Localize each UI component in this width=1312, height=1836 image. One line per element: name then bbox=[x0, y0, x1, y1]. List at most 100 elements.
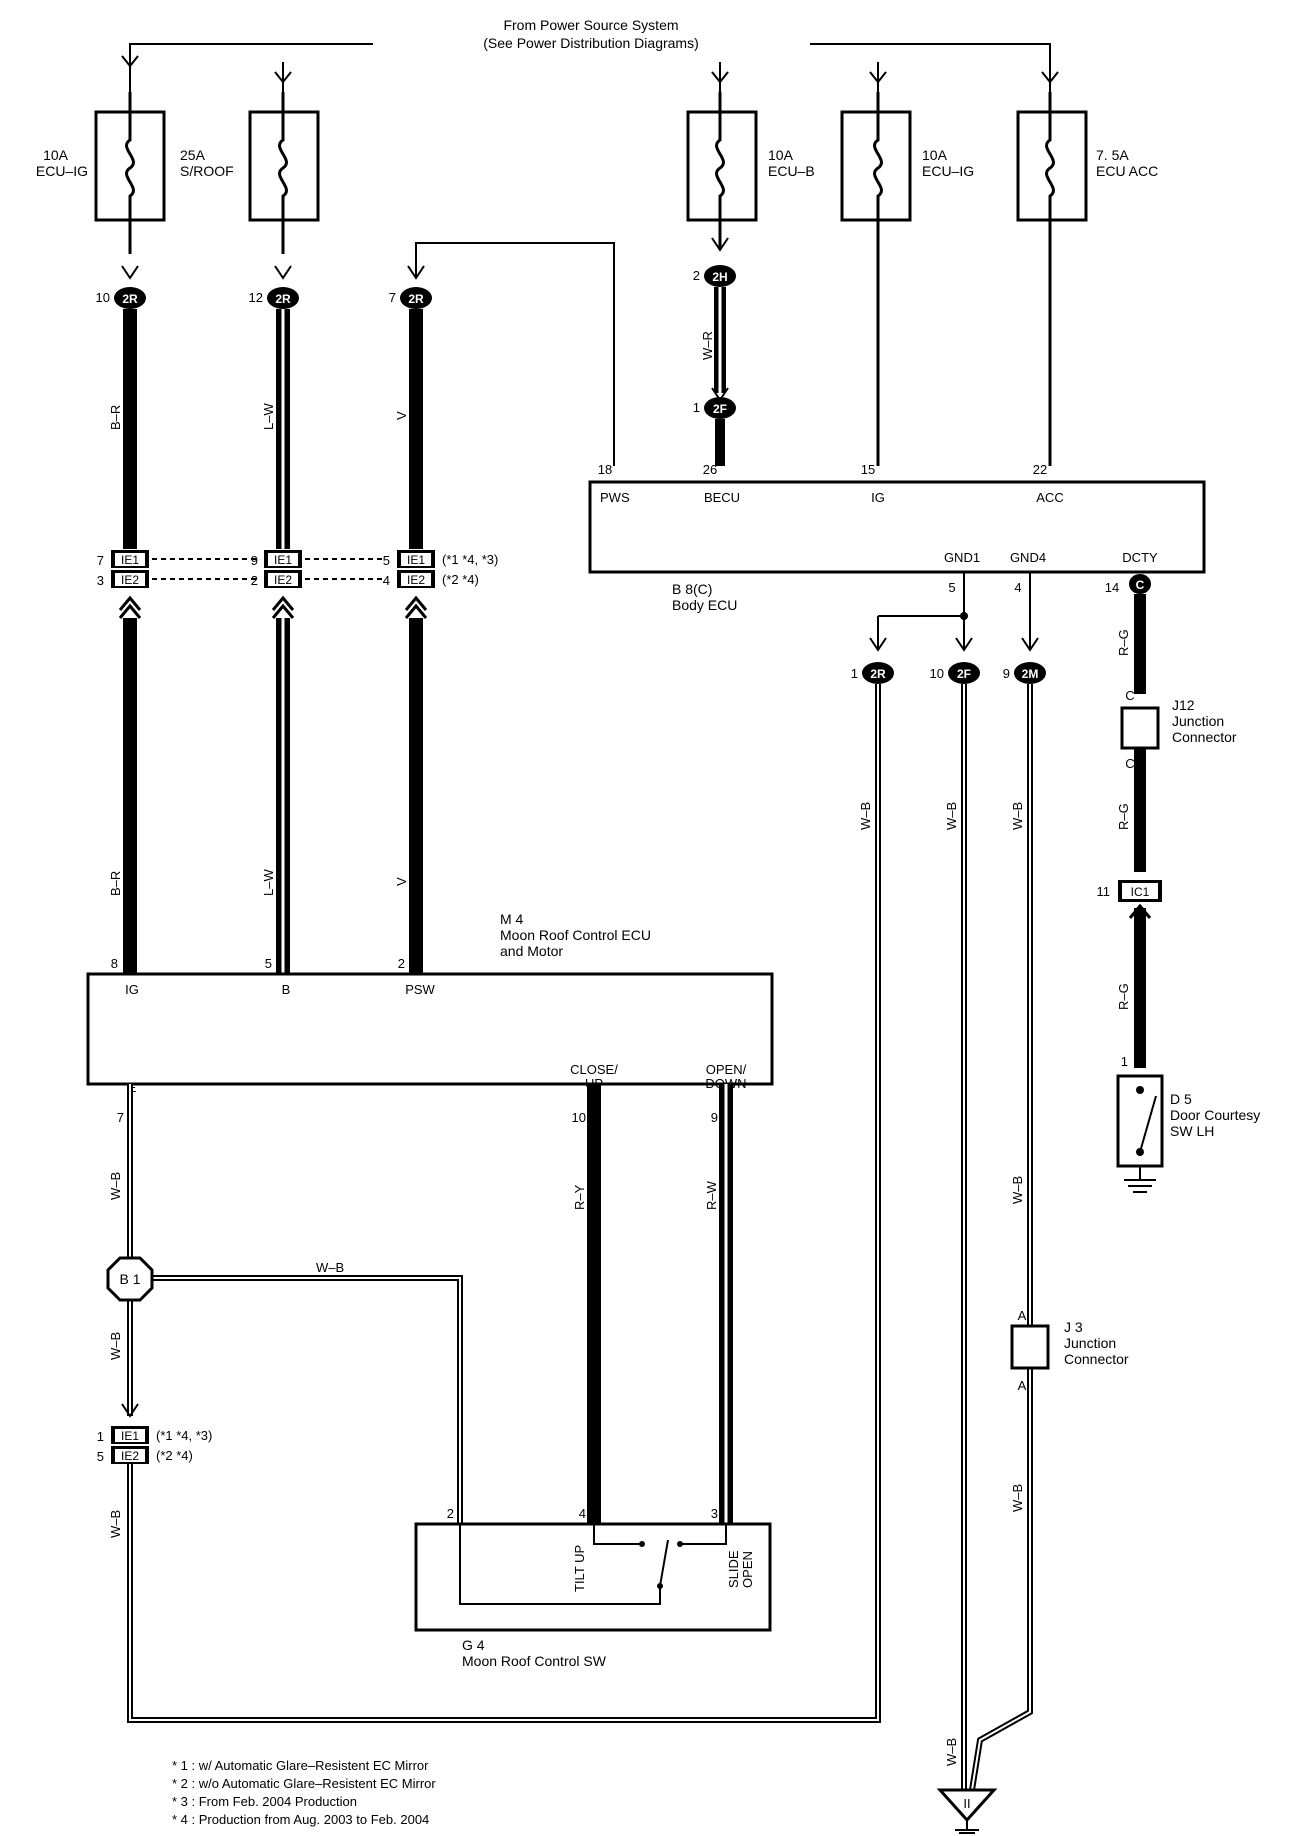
wire-wb-label: W–B bbox=[858, 802, 873, 830]
ie-label: IE2 bbox=[121, 573, 139, 587]
conn-code: 2H bbox=[712, 270, 727, 284]
conn-2m-9: 9 2M bbox=[1003, 662, 1046, 684]
ry-rw-wires bbox=[587, 1084, 733, 1524]
ie-label: IE2 bbox=[407, 573, 425, 587]
ie-note: (*1 *4, *3) bbox=[156, 1428, 212, 1443]
pin-label: PSW bbox=[405, 982, 435, 997]
wb-right-wires bbox=[127, 684, 1033, 1791]
conn-pin: 1 bbox=[693, 400, 700, 415]
g4-ref: G 4 bbox=[462, 1637, 485, 1653]
pws-wire bbox=[415, 242, 615, 466]
wire-wb-label: W–B bbox=[944, 1738, 959, 1766]
wire-rg-label: R–G bbox=[1116, 983, 1131, 1010]
pin-label: B bbox=[282, 982, 291, 997]
conn-pin: 9 bbox=[1003, 666, 1010, 681]
g4-name: Moon Roof Control SW bbox=[462, 1653, 607, 1669]
conn-2r-10: 10 2R bbox=[96, 287, 146, 309]
conn-pin: 2 bbox=[693, 268, 700, 283]
ie-label: IE1 bbox=[121, 553, 139, 567]
conn-pin: 10 bbox=[96, 290, 110, 305]
fuse-ecu-ig-2: 10A ECU–IG bbox=[840, 92, 974, 466]
fuse-ecu-acc: 7. 5A ECU ACC bbox=[1016, 92, 1158, 466]
header-line1: From Power Source System bbox=[503, 17, 678, 33]
m4-moon-roof-ecu: M 4 Moon Roof Control ECU and Motor 8 5 … bbox=[86, 911, 774, 1125]
fuse-name: ECU–B bbox=[768, 163, 815, 179]
wire-rw-label: R–W bbox=[704, 1180, 719, 1210]
upper-thick-wires bbox=[123, 309, 423, 549]
wire-wb-label: W–B bbox=[1010, 1484, 1025, 1512]
conn-2f: 1 2F bbox=[693, 387, 736, 419]
wire-ry-label: R–Y bbox=[572, 1184, 587, 1210]
d5-line2: SW LH bbox=[1170, 1123, 1214, 1139]
fuse-amp: 10A bbox=[922, 147, 948, 163]
m4-line2: and Motor bbox=[500, 943, 563, 959]
pws-arrow bbox=[407, 265, 425, 280]
note: * 4 : Production from Aug. 2003 to Feb. … bbox=[172, 1812, 429, 1827]
pin-num: 18 bbox=[598, 462, 612, 477]
conn-2r-7: 7 2R bbox=[389, 287, 432, 309]
fuse-name: ECU ACC bbox=[1096, 163, 1158, 179]
pin-num: 5 bbox=[265, 956, 272, 971]
rg-wire bbox=[1134, 594, 1146, 1068]
pin-label: DCTY bbox=[1122, 550, 1158, 565]
conn-code: 2F bbox=[713, 402, 727, 416]
pin-num: 15 bbox=[861, 462, 875, 477]
j12-pin: C bbox=[1125, 688, 1134, 703]
wire-wb-label: W–B bbox=[316, 1260, 344, 1275]
j12-line1: Junction bbox=[1172, 713, 1224, 729]
ecu-name: Body ECU bbox=[672, 597, 737, 613]
wire-lw-label: L–W bbox=[261, 869, 276, 896]
m4-ref: M 4 bbox=[500, 911, 524, 927]
ie-note: (*2 *4) bbox=[156, 1448, 193, 1463]
ground-label: II bbox=[963, 1796, 970, 1811]
fuse-amp: 10A bbox=[768, 147, 794, 163]
pin-label: BECU bbox=[704, 490, 740, 505]
wire-wr-label: W–R bbox=[700, 331, 715, 360]
ie-note: (*2 *4) bbox=[442, 572, 479, 587]
ie-label: IE2 bbox=[274, 573, 292, 587]
conn-2h: 2 2H bbox=[693, 237, 736, 287]
conn-code: 2R bbox=[408, 292, 424, 306]
ic1-connector: 11 IC1 bbox=[1097, 880, 1162, 919]
b1-splice: B 1 bbox=[106, 1256, 154, 1302]
lower-thick-wires bbox=[123, 618, 423, 974]
wire-v-label: V bbox=[394, 877, 409, 886]
pin-label: OPEN/ bbox=[706, 1062, 747, 1077]
g4-pin: 2 bbox=[447, 1506, 454, 1521]
m4-line1: Moon Roof Control ECU bbox=[500, 927, 651, 943]
conn-code: 2M bbox=[1022, 667, 1039, 681]
j3-line1: Junction bbox=[1064, 1335, 1116, 1351]
pin-label: IG bbox=[871, 490, 885, 505]
wire-wb-label: W–B bbox=[1010, 1176, 1025, 1204]
j12-ref: J12 bbox=[1172, 697, 1195, 713]
wire-wb-label: W–B bbox=[108, 1510, 123, 1538]
ie-pin: 5 bbox=[383, 553, 390, 568]
pin-label: CLOSE/ bbox=[570, 1062, 618, 1077]
wire-rg-label: R–G bbox=[1116, 629, 1131, 656]
pin-label: IG bbox=[125, 982, 139, 997]
pin-num: 22 bbox=[1033, 462, 1047, 477]
g4-tilt: TILT UP bbox=[572, 1545, 587, 1592]
conn-code: 2R bbox=[122, 292, 138, 306]
pin-num: 4 bbox=[1014, 580, 1021, 595]
ic1-pin: 11 bbox=[1097, 884, 1111, 899]
fuse-sroof: 25A S/ROOF bbox=[180, 92, 320, 254]
j3-line2: Connector bbox=[1064, 1351, 1129, 1367]
conn-2f-10: 10 2F bbox=[930, 662, 980, 684]
ie-label: IE1 bbox=[407, 553, 425, 567]
ie-connectors-upper: IE1 IE2 IE1 IE2 IE1 IE2 7 3 9 2 5 4 (*1 … bbox=[97, 550, 498, 619]
j3-pin: A bbox=[1018, 1308, 1027, 1323]
body-ecu: 18 26 15 22 PWS BECU IG ACC GND1 GND4 DC… bbox=[588, 462, 1206, 613]
g4-pin: 4 bbox=[579, 1506, 586, 1521]
note: * 2 : w/o Automatic Glare–Resistent EC M… bbox=[172, 1776, 436, 1791]
fuse-name: S/ROOF bbox=[180, 163, 234, 179]
ie-label: IE1 bbox=[274, 553, 292, 567]
j3-pin: A bbox=[1018, 1378, 1027, 1393]
ie-label: IE1 bbox=[121, 1429, 139, 1443]
pin-label: DOWN bbox=[705, 1076, 746, 1091]
pin-label: GND1 bbox=[944, 550, 980, 565]
pin-label: ACC bbox=[1036, 490, 1063, 505]
wire-br-label: B–R bbox=[108, 405, 123, 430]
pin-label: GND4 bbox=[1010, 550, 1046, 565]
